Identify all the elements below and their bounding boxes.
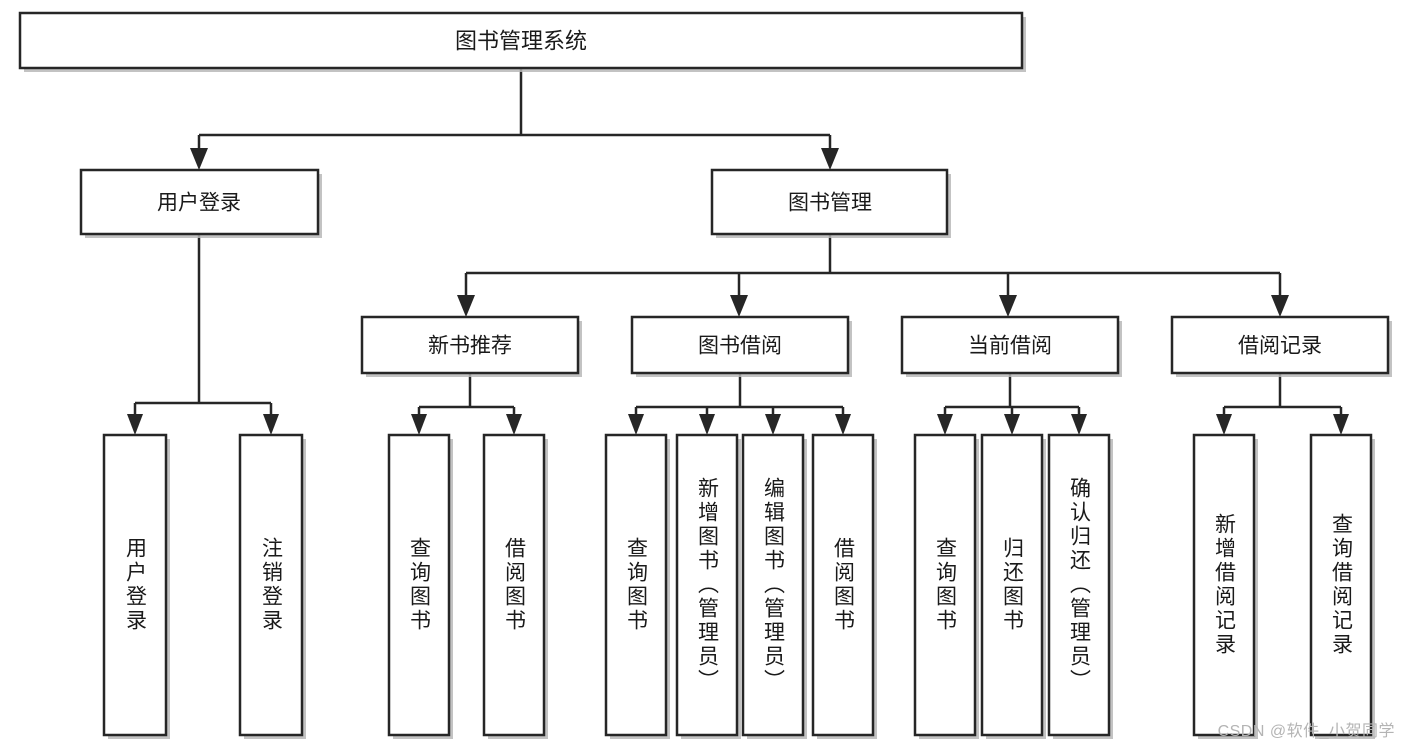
node-new-book-recommend[interactable]: 新书推荐 — [360, 315, 582, 377]
node-current-borrow-label: 当前借阅 — [968, 335, 1052, 358]
arrow-borrow-to-leaf2 — [699, 414, 715, 435]
arrow-root-to-userlogin — [190, 148, 208, 170]
arrow-records-to-leaf1 — [1216, 414, 1232, 435]
arrow-newbook-to-leaf1 — [411, 414, 427, 435]
node-root-box[interactable] — [18, 11, 1024, 70]
leaf-box-borrow-book-1[interactable] — [482, 433, 546, 737]
connector-group-newbook — [411, 373, 522, 435]
connector-group-root — [190, 68, 839, 170]
node-borrow-records-box[interactable] — [1170, 315, 1390, 375]
csdn-watermark: CSDN @软件_小贺同学 — [1217, 723, 1395, 740]
arrow-userlogin-to-leaf1 — [127, 414, 143, 435]
arrow-newbook-to-leaf2 — [506, 414, 522, 435]
leaf-box-borrow-book-2[interactable] — [811, 433, 875, 737]
node-root-system[interactable]: 图书管理系统 — [18, 11, 1026, 72]
connector-group-bookmgmt — [457, 234, 1289, 317]
arrow-userlogin-to-leaf2 — [263, 414, 279, 435]
connector-group-records — [1216, 373, 1349, 435]
connector-group-borrow — [628, 373, 851, 435]
node-root-label: 图书管理系统 — [455, 29, 587, 54]
leaf-box-add-borrow-record[interactable] — [1192, 433, 1256, 737]
leaf-box-query-borrow-record[interactable] — [1309, 433, 1373, 737]
node-borrow-records-label: 借阅记录 — [1238, 335, 1322, 358]
arrow-bookmgmt-to-newbook — [457, 295, 475, 317]
node-book-borrow-box[interactable] — [630, 315, 850, 375]
arrow-current-to-leaf2 — [1004, 414, 1020, 435]
connector-group-current — [937, 373, 1087, 435]
arrow-root-to-bookmgmt — [821, 148, 839, 170]
arrow-current-to-leaf3 — [1071, 414, 1087, 435]
leaf-box-query-book-3[interactable] — [913, 433, 977, 737]
node-current-borrow[interactable]: 当前借阅 — [900, 315, 1122, 377]
arrow-records-to-leaf2 — [1333, 414, 1349, 435]
node-book-borrow[interactable]: 图书借阅 — [630, 315, 852, 377]
node-book-management[interactable]: 图书管理 — [710, 168, 951, 238]
leaf-box-logout[interactable] — [238, 433, 304, 737]
node-user-login-box[interactable] — [79, 168, 320, 236]
leaf-box-query-book-1[interactable] — [387, 433, 451, 737]
node-borrow-records[interactable]: 借阅记录 — [1170, 315, 1392, 377]
arrow-borrow-to-leaf1 — [628, 414, 644, 435]
node-user-login-label: 用户登录 — [157, 192, 241, 215]
arrow-bookmgmt-to-borrow — [730, 295, 748, 317]
leaf-box-add-book-admin[interactable] — [675, 433, 739, 737]
node-user-login[interactable]: 用户登录 — [79, 168, 322, 238]
node-book-management-label: 图书管理 — [788, 192, 872, 215]
node-book-borrow-label: 图书借阅 — [698, 335, 782, 358]
arrow-bookmgmt-to-records — [1271, 295, 1289, 317]
connector-group-userlogin — [127, 234, 279, 435]
leaf-box-edit-book-admin[interactable] — [741, 433, 805, 737]
node-new-book-recommend-box[interactable] — [360, 315, 580, 375]
leaf-box-query-book-2[interactable] — [604, 433, 668, 737]
node-current-borrow-box[interactable] — [900, 315, 1120, 375]
leaf-box-confirm-return-admin[interactable] — [1047, 433, 1111, 737]
leaf-box-group — [102, 433, 1375, 739]
node-book-management-box[interactable] — [710, 168, 949, 236]
arrow-borrow-to-leaf4 — [835, 414, 851, 435]
arrow-bookmgmt-to-current — [999, 295, 1017, 317]
arrow-borrow-to-leaf3 — [765, 414, 781, 435]
leaf-box-return-book[interactable] — [980, 433, 1044, 737]
node-new-book-recommend-label: 新书推荐 — [428, 335, 512, 358]
leaf-box-user-login[interactable] — [102, 433, 168, 737]
arrow-current-to-leaf1 — [937, 414, 953, 435]
